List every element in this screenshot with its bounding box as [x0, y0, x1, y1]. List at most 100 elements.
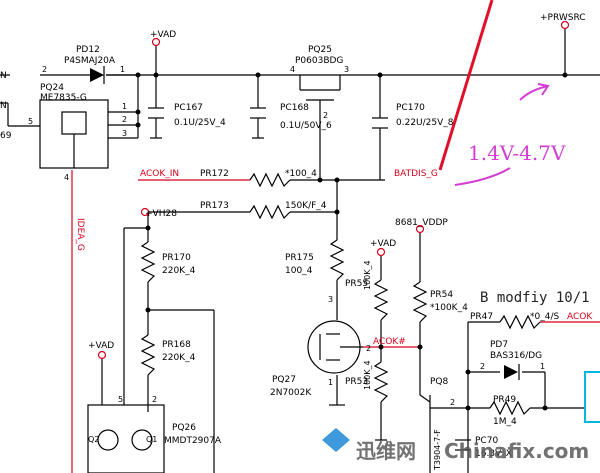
junction: [417, 344, 423, 350]
pin-numbers: 1 2 5 1 2 3 4 4 3 2 3 2 1 2 Q1 Q2 5 2 1 …: [28, 65, 545, 444]
pq25-value: P0603BDG: [295, 56, 343, 66]
pc170-ref: PC170: [396, 103, 425, 113]
pq8-collector: [419, 394, 431, 403]
modify-annotation: B modfiy 10/1: [480, 290, 590, 306]
net-left-69: 69: [0, 131, 12, 141]
pd7-symbol: [504, 365, 518, 379]
net-vad1: +VAD: [150, 30, 176, 40]
cyan-box: [584, 371, 600, 423]
net-labels: +VAD +PRWSRC +VAD 8681_VDDP +VAD +VH28 A…: [0, 13, 593, 351]
pr168-ref: PR168: [162, 340, 191, 350]
capacitors: [148, 107, 471, 451]
pin-pq24-3: 3: [122, 129, 127, 138]
net-prwsrc: +PRWSRC: [540, 13, 586, 23]
pink-tick: [519, 85, 549, 101]
pr175-ref: PR175: [285, 253, 314, 263]
pin-pd7-1: 1: [540, 362, 545, 371]
pin-pq25-4: 4: [290, 65, 295, 74]
net-acok-right: ACOK: [567, 312, 593, 322]
net-idea-g: IDEA_G: [75, 218, 85, 251]
junction: [135, 72, 141, 78]
pr54-value: *100K_4: [430, 303, 468, 313]
pq26-ref: PQ26: [172, 423, 196, 433]
pr168-body: [140, 334, 156, 376]
pin-pq8-2: 2: [450, 398, 455, 407]
pc170-value: 0.22U/25V_8: [396, 118, 454, 128]
pq24-value: ME7835-G: [40, 93, 87, 103]
watermark-domain: Chinafix.com: [444, 439, 589, 463]
junction: [378, 344, 384, 350]
pr49-value: 1M_4: [493, 417, 517, 427]
pr173-value: 150K/F_4: [285, 201, 327, 211]
pin-pd12-1: 1: [120, 65, 125, 74]
watermark: 迅维网 Chinafix.com: [322, 428, 589, 463]
junctions: [135, 72, 568, 411]
net-acok-in: ACOK_IN: [140, 169, 179, 179]
pr53-ref: PR53: [345, 377, 368, 387]
pin-pq25-2: 2: [323, 111, 328, 120]
pd7-ref: PD7: [490, 340, 508, 350]
annotations: 1.4V-4.7V B modfiy 10/1: [438, 0, 590, 306]
pr53-body: [373, 361, 389, 403]
resistors: [140, 172, 541, 416]
net-vh28: +VH28: [145, 209, 177, 219]
pin-pq27-3: 3: [328, 295, 333, 304]
power-symbols: [97, 20, 570, 360]
pin-pq27-1: 1: [328, 378, 333, 387]
junction: [562, 72, 568, 78]
net-vddp: 8681_VDDP: [395, 218, 448, 228]
pr47-body: [499, 314, 541, 330]
pink-arrow-head: [537, 83, 550, 96]
net-left-n2: N: [0, 101, 7, 111]
junction: [317, 177, 323, 183]
red-pen-stroke: [438, 0, 494, 171]
pin-pq25-3: 3: [344, 65, 349, 74]
pr168-value: 220K_4: [162, 353, 196, 363]
pr54-body: [412, 281, 428, 323]
pr175-body: [329, 239, 345, 281]
pink-arrow-curve: [454, 167, 511, 186]
pr49-ref: PR49: [493, 395, 516, 405]
pq25-ref: PQ25: [308, 45, 332, 55]
pd12-ref: PD12: [76, 45, 100, 55]
pr53-value: 100K_4: [363, 360, 372, 390]
pq24-ref: PQ24: [40, 83, 64, 93]
pin-pd12-2: 2: [42, 65, 47, 74]
pr173-body: [249, 204, 291, 220]
vad2-terminal: [97, 350, 107, 360]
vad3-terminal: [376, 247, 386, 257]
junction: [145, 307, 151, 313]
junction: [334, 209, 340, 215]
pr55-ref: PR55: [345, 279, 368, 289]
pr54-ref: PR54: [430, 290, 453, 300]
pc168-value: 0.1U/50V_6: [280, 121, 332, 131]
wires: [0, 28, 600, 473]
pin-pq24-5: 5: [28, 117, 33, 126]
pc167-ref: PC167: [174, 103, 203, 113]
pr172-body: [249, 172, 291, 188]
pd7-value: BAS316/DG: [490, 351, 542, 361]
pq26-q2: [97, 429, 119, 451]
junction: [153, 72, 159, 78]
pr170-value: 220K_4: [162, 266, 196, 276]
vddp-terminal: [415, 224, 425, 234]
net-left-n1: N: [0, 71, 7, 81]
pin-pq24-2: 2: [122, 115, 127, 124]
pr55-body: [373, 279, 389, 321]
pc70-value: 16.3V_X: [475, 449, 512, 459]
junction: [465, 369, 471, 375]
pd12-symbol: [90, 68, 104, 82]
diodes: [90, 66, 520, 380]
pr172-ref: PR172: [200, 169, 229, 179]
pr170-body: [140, 241, 156, 283]
transistors: [39, 75, 600, 473]
net-batdis: BATDIS_G: [394, 169, 438, 179]
pr47-value: *0_4/S: [530, 312, 559, 322]
junction: [255, 72, 261, 78]
junction: [334, 177, 340, 183]
pq8-ref: PQ8: [430, 377, 449, 387]
pc70-ref: PC70: [475, 436, 498, 446]
pq27-ref: PQ27: [272, 375, 296, 385]
pin-pq26-5: 5: [118, 395, 123, 404]
